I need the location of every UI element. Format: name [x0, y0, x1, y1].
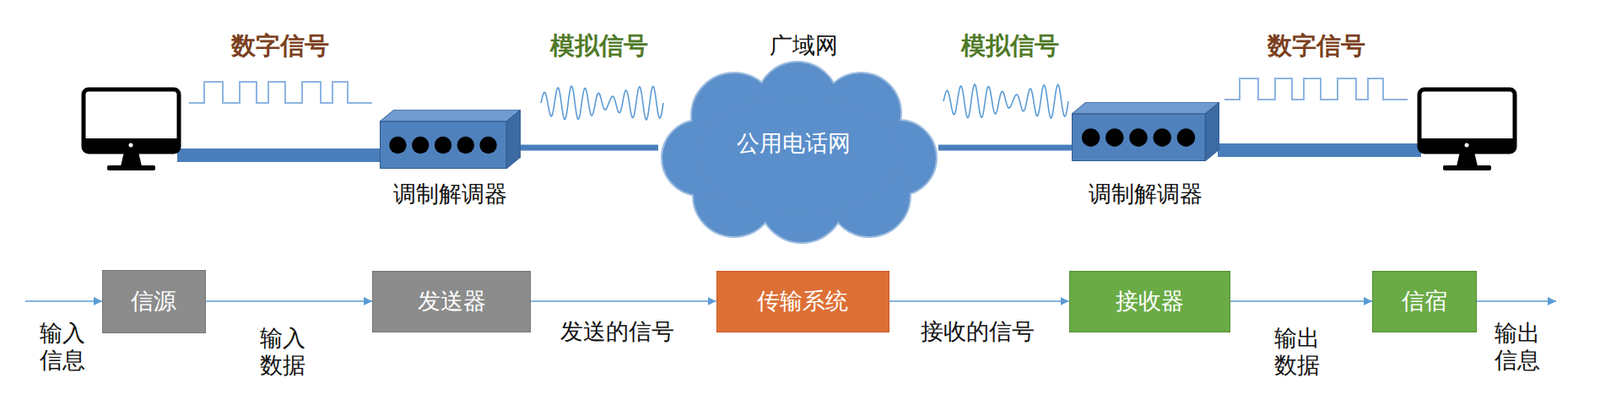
modem-light	[1152, 128, 1171, 146]
cloud-outline	[821, 73, 901, 153]
cloud-fill	[759, 157, 844, 243]
flow-arrow	[1230, 300, 1373, 303]
box-label: 接收器	[1115, 287, 1184, 315]
edge-label: 输出数据	[1274, 324, 1321, 380]
monitor-stand	[1456, 151, 1478, 167]
signal-label: 模拟信号	[550, 31, 649, 61]
telephone-line	[520, 145, 659, 152]
modem-front	[1072, 113, 1206, 162]
monitor-base	[1443, 165, 1492, 171]
cloud-fill	[756, 62, 838, 144]
modem-light	[479, 136, 497, 154]
edge-label: 接收的信号	[920, 318, 1035, 346]
digital-waveform	[1224, 78, 1408, 100]
modem-device: 调制解调器	[379, 109, 521, 211]
digital-cable	[1217, 143, 1422, 157]
box-label: 信宿	[1401, 287, 1448, 315]
process-box: 信宿	[1372, 270, 1477, 333]
modem-light	[1105, 128, 1124, 146]
network-label: 公用电话网	[736, 129, 851, 157]
modem-light	[434, 136, 452, 154]
modem-light	[457, 136, 475, 154]
edge-label: 输入数据	[259, 324, 307, 380]
monitor-screen	[83, 89, 179, 152]
modem-side	[506, 109, 521, 169]
analog-waveform	[540, 86, 664, 120]
monitor-stand	[120, 151, 142, 167]
cloud-fill	[662, 120, 737, 195]
input-arrow	[25, 300, 103, 303]
flow-arrow	[889, 300, 1070, 303]
modem-light	[1177, 128, 1195, 146]
signal-label: 模拟信号	[961, 31, 1060, 61]
digital-waveform	[189, 81, 373, 103]
process-box: 传输系统	[716, 270, 890, 333]
digital-cable	[177, 148, 382, 163]
cloud-fill	[697, 96, 900, 215]
device-label: 调制解调器	[393, 180, 508, 208]
computer-monitor	[83, 89, 179, 171]
cloud-outline	[861, 120, 936, 195]
monitor-base	[107, 165, 156, 171]
device-label: 调制解调器	[1088, 180, 1203, 208]
cloud-outline	[697, 96, 900, 215]
monitor-chin	[83, 138, 179, 152]
cloud-fill	[691, 73, 777, 158]
modem-device: 调制解调器	[1071, 102, 1220, 208]
io-label: 输出信息	[1494, 319, 1541, 375]
modem-side	[1205, 102, 1220, 162]
box-label: 传输系统	[756, 287, 849, 315]
monitor-screen	[1419, 89, 1515, 152]
edge-label: 发送的信号	[560, 318, 675, 346]
cloud-outline	[691, 73, 777, 158]
cloud-outline	[828, 155, 910, 237]
signal-label: 数字信号	[1267, 31, 1366, 61]
cloud-outline	[756, 62, 838, 144]
network-cloud: 广域网公用电话网	[658, 30, 939, 245]
box-label: 发送器	[417, 287, 487, 315]
modem-shape	[379, 109, 521, 169]
computer-monitor	[1419, 89, 1515, 171]
monitor-dot	[1464, 143, 1470, 148]
cloud-fill	[861, 120, 936, 195]
cloud-shape	[658, 60, 939, 245]
modem-shape	[1071, 102, 1220, 162]
signal-label: 数字信号	[231, 31, 330, 61]
flow-arrow	[205, 300, 373, 303]
modem-top	[379, 109, 521, 122]
box-label: 信源	[130, 287, 177, 315]
cloud-fill	[828, 155, 910, 237]
flow-arrow	[530, 300, 717, 303]
monitor-chin	[1419, 138, 1515, 152]
modem-top	[1071, 102, 1220, 114]
analog-waveform	[943, 84, 1069, 119]
output-arrow	[1476, 300, 1557, 303]
io-label: 输入信息	[39, 319, 87, 375]
cloud-fill	[821, 73, 901, 153]
modem-light	[411, 136, 429, 154]
cloud-fill	[693, 155, 775, 237]
modem-front	[380, 121, 508, 169]
modem-light	[1081, 128, 1100, 146]
modem-light	[1129, 128, 1147, 146]
process-box: 信源	[102, 270, 206, 334]
cloud-outline	[662, 120, 737, 195]
modem-light	[389, 136, 406, 154]
process-box: 接收器	[1069, 270, 1231, 333]
process-box: 发送器	[372, 270, 531, 333]
cloud-outline	[759, 157, 844, 243]
network-heading: 广域网	[769, 32, 838, 60]
monitor-dot	[129, 143, 134, 148]
cloud-outline	[693, 155, 775, 237]
telephone-line	[938, 145, 1072, 152]
